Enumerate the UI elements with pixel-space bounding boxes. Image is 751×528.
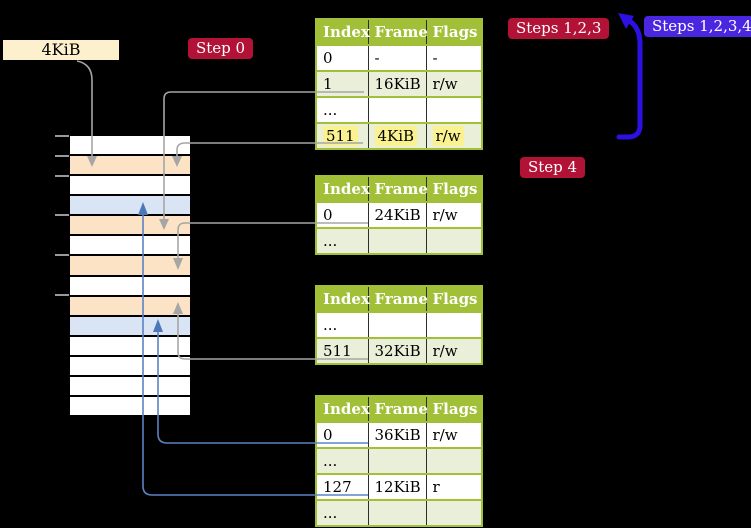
highlighted-value: 4KiB xyxy=(374,126,418,146)
cell-frame xyxy=(367,311,426,338)
address-tick xyxy=(55,135,69,137)
column-header-flags: Flags xyxy=(425,286,482,312)
cell-flags xyxy=(425,311,482,338)
physical-memory-column xyxy=(70,136,190,416)
table-row: ... xyxy=(316,311,482,338)
badge-step-0: Step 0 xyxy=(188,38,254,59)
cell-index: 511 xyxy=(316,122,368,149)
table-row: 1 16KiB r/w xyxy=(316,70,482,97)
cell-frame: 16KiB xyxy=(367,70,426,97)
cell-index: ... xyxy=(316,447,368,474)
memory-frame-row xyxy=(70,296,190,317)
cell-index: 0 xyxy=(316,201,368,228)
cell-flags: r/w xyxy=(425,201,482,228)
cell-flags: r/w xyxy=(425,122,482,149)
memory-frame-row xyxy=(70,236,190,257)
cell-index: 0 xyxy=(316,44,368,71)
table-row: 511 32KiB r/w xyxy=(316,337,482,364)
memory-frame-row xyxy=(70,397,190,416)
cell-index: ... xyxy=(316,96,368,123)
cell-flags: r/w xyxy=(425,337,482,364)
frame-size-label: 4KiB xyxy=(2,39,120,61)
address-tick xyxy=(55,214,69,216)
table-header-row: Index Frame Flags xyxy=(316,19,482,45)
cell-flags xyxy=(425,499,482,526)
cell-flags xyxy=(425,227,482,254)
page-table-level-1: Index Frame Flags 0 36KiB r/w ... 127 12… xyxy=(315,395,483,527)
address-tick xyxy=(55,294,69,296)
recursive-loop-arrow xyxy=(616,13,643,140)
cell-frame xyxy=(367,96,426,123)
column-header-index: Index xyxy=(316,176,370,202)
column-header-frame: Frame xyxy=(367,286,428,312)
cell-frame: 32KiB xyxy=(367,337,426,364)
cell-frame: 12KiB xyxy=(367,473,426,500)
cell-flags: r/w xyxy=(425,70,482,97)
column-header-frame: Frame xyxy=(367,19,428,45)
badge-steps-1-2-3: Steps 1,2,3 xyxy=(508,18,610,39)
memory-frame-row xyxy=(70,196,190,217)
cell-index: 127 xyxy=(316,473,368,500)
table-row: ... xyxy=(316,499,482,526)
cell-index: ... xyxy=(316,311,368,338)
page-table-level-3: Index Frame Flags ... 511 32KiB r/w xyxy=(315,285,483,365)
memory-frame-row xyxy=(70,316,190,337)
table-row: ... xyxy=(316,227,482,254)
cell-index: ... xyxy=(316,499,368,526)
cell-flags: r xyxy=(425,473,482,500)
table-row: 0 24KiB r/w xyxy=(316,201,482,228)
table-header-row: Index Frame Flags xyxy=(316,286,482,312)
table-header-row: Index Frame Flags xyxy=(316,396,482,422)
badge-step-4: Step 4 xyxy=(520,157,586,178)
memory-frame-row xyxy=(70,156,190,177)
cell-flags: - xyxy=(425,44,482,71)
cell-frame xyxy=(367,447,426,474)
column-header-frame: Frame xyxy=(367,176,428,202)
address-tick xyxy=(55,155,69,157)
cell-frame: 36KiB xyxy=(367,421,426,448)
column-header-index: Index xyxy=(316,286,370,312)
column-header-index: Index xyxy=(316,19,370,45)
cell-flags xyxy=(425,447,482,474)
memory-frame-row xyxy=(70,176,190,197)
cell-index: ... xyxy=(316,227,368,254)
table-row: 0 - - xyxy=(316,44,482,71)
badge-steps-1-2-3-4: Steps 1,2,3,4 xyxy=(644,16,751,37)
cell-frame: 24KiB xyxy=(367,201,426,228)
address-tick xyxy=(55,175,69,177)
cell-index: 0 xyxy=(316,421,368,448)
column-header-index: Index xyxy=(316,396,370,422)
cell-flags xyxy=(425,96,482,123)
address-tick xyxy=(55,254,69,256)
cell-frame: - xyxy=(367,44,426,71)
memory-frame-row xyxy=(70,136,190,157)
memory-frame-row xyxy=(70,216,190,237)
cell-frame xyxy=(367,499,426,526)
memory-frame-row xyxy=(70,336,190,357)
memory-frame-row xyxy=(70,276,190,297)
column-header-flags: Flags xyxy=(425,19,482,45)
highlighted-value: r/w xyxy=(432,126,464,146)
cell-index: 511 xyxy=(316,337,368,364)
cell-frame xyxy=(367,227,426,254)
cell-index: 1 xyxy=(316,70,368,97)
memory-frame-row xyxy=(70,256,190,277)
memory-frame-row xyxy=(70,376,190,398)
cell-flags: r/w xyxy=(425,421,482,448)
column-header-flags: Flags xyxy=(425,176,482,202)
highlighted-value: 511 xyxy=(323,126,358,146)
table-row: 127 12KiB r xyxy=(316,473,482,500)
table-row: ... xyxy=(316,447,482,474)
page-table-level-top: Index Frame Flags 0 - - 1 16KiB r/w ... … xyxy=(315,18,483,150)
column-header-frame: Frame xyxy=(367,396,428,422)
page-table-level-2: Index Frame Flags 0 24KiB r/w ... xyxy=(315,175,483,255)
table-header-row: Index Frame Flags xyxy=(316,176,482,202)
table-row: ... xyxy=(316,96,482,123)
column-header-flags: Flags xyxy=(425,396,482,422)
table-row-recursive-entry: 511 4KiB r/w xyxy=(316,122,482,149)
table-row: 0 36KiB r/w xyxy=(316,421,482,448)
cell-frame: 4KiB xyxy=(367,122,426,149)
memory-frame-row xyxy=(70,356,190,377)
